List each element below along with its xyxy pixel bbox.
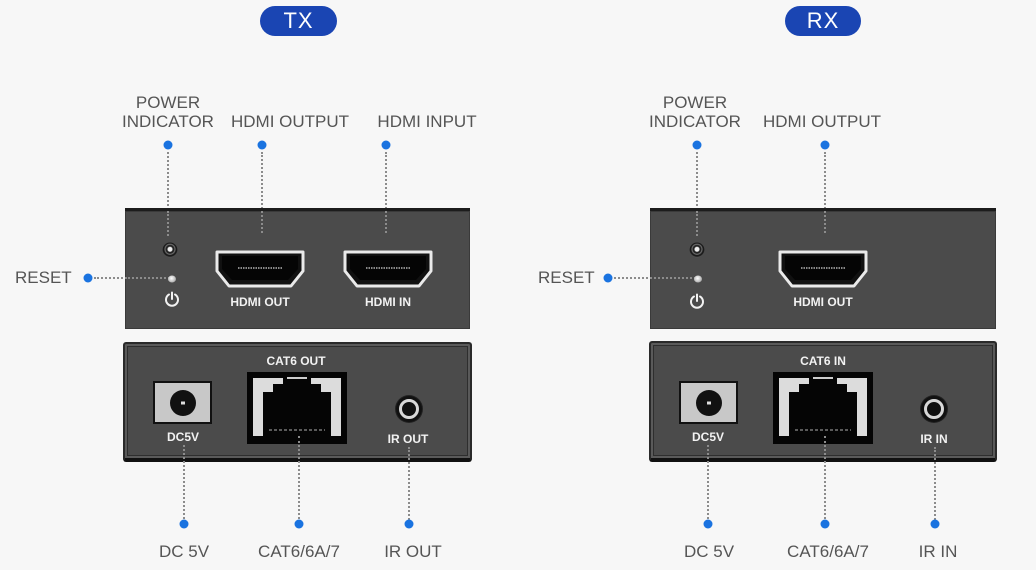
power-icon (165, 291, 179, 307)
tx-hdmi-input-dot (381, 140, 391, 150)
rx-power-indicator-dot (692, 140, 702, 150)
rx-ir-jack-icon[interactable] (921, 396, 947, 422)
tx-ir-leader (408, 447, 410, 523)
tx-hdmi-in-label: HDMI IN (365, 295, 411, 309)
rx-reset-label: RESET (538, 268, 595, 287)
rx-hdmi-output-leader-inner (824, 211, 826, 233)
tx-dc-label: DC5V (166, 430, 200, 444)
tx-power-indicator-leader (167, 152, 169, 234)
rx-reset-dot (603, 273, 613, 283)
rx-cable-callout: CAT6/6A/7 (787, 542, 869, 561)
rx-ir-label: IR IN (920, 432, 948, 446)
rx-dc-jack-icon[interactable] (679, 381, 738, 424)
tx-cable-leader (298, 436, 300, 523)
tx-reset-dot (83, 273, 93, 283)
rx-dc-leader (707, 445, 709, 523)
tx-hdmi-output-leader (261, 152, 263, 232)
tx-reset-button[interactable] (168, 275, 176, 283)
rx-dc-label: DC5V (691, 430, 725, 444)
tx-ir-jack-icon[interactable] (396, 396, 422, 422)
rx-dc-callout: DC 5V (683, 542, 735, 561)
tx-hdmi-input-leader (385, 152, 387, 232)
tx-ir-dot (404, 519, 414, 529)
rx-cat6-label: CAT6 IN (800, 354, 846, 368)
tx-cable-dot (294, 519, 304, 529)
ir-jack-ring (924, 399, 944, 419)
tx-hdmi-output-dot (257, 140, 267, 150)
rx-hdmi-output-dot (820, 140, 830, 150)
tx-reset-leader-inner (125, 277, 170, 279)
rx-badge: RX (785, 6, 861, 36)
tx-ir-callout: IR OUT (384, 542, 442, 561)
rx-reset-button[interactable] (694, 275, 702, 283)
ir-jack-ring (399, 399, 419, 419)
tx-ir-label: IR OUT (387, 432, 429, 446)
rx-hdmi-out-label: HDMI OUT (793, 295, 853, 309)
tx-hdmi-input-leader-inner (385, 211, 387, 233)
tx-power-led-icon (162, 242, 178, 258)
power-icon (690, 293, 704, 309)
tx-hdmi-input-label: HDMI INPUT (377, 112, 477, 131)
rx-cable-leader (824, 436, 826, 523)
tx-badge: TX (260, 6, 337, 36)
tx-dc-dot (179, 519, 189, 529)
tx-hdmi-out-label: HDMI OUT (230, 295, 290, 309)
tx-hdmi-output-label: HDMI OUTPUT (230, 112, 350, 131)
tx-hdmi-out-port-icon[interactable] (214, 249, 306, 289)
tx-dc-leader (183, 445, 185, 523)
tx-hdmi-output-leader-inner (261, 211, 263, 233)
rx-hdmi-output-leader (824, 152, 826, 232)
rx-cable-dot (820, 519, 830, 529)
tx-dc-callout: DC 5V (158, 542, 210, 561)
tx-hdmi-in-port-icon[interactable] (342, 249, 434, 289)
tx-dc-jack-icon[interactable] (153, 381, 212, 424)
rx-reset-leader-inner (650, 277, 696, 279)
rx-power-indicator-label: POWER INDICATOR (649, 93, 741, 131)
rx-power-led-icon (689, 242, 705, 258)
rx-power-indicator-leader (696, 152, 698, 234)
rx-hdmi-output-label: HDMI OUTPUT (762, 112, 882, 131)
tx-rj45-port-icon[interactable] (247, 372, 347, 444)
rx-power-indicator-leader-inner (696, 211, 698, 236)
tx-power-indicator-leader-inner (167, 211, 169, 236)
rx-hdmi-out-port-icon[interactable] (777, 249, 869, 289)
rx-rj45-port-icon[interactable] (773, 372, 873, 444)
rx-ir-leader (934, 447, 936, 523)
tx-power-indicator-dot (163, 140, 173, 150)
tx-cable-callout: CAT6/6A/7 (258, 542, 340, 561)
rx-dc-dot (703, 519, 713, 529)
tx-power-indicator-label: POWER INDICATOR (122, 93, 214, 131)
tx-reset-label: RESET (15, 268, 72, 287)
tx-cat6-label: CAT6 OUT (266, 354, 326, 368)
dc-jack-pin (706, 401, 711, 404)
rx-ir-dot (930, 519, 940, 529)
dc-jack-pin (180, 401, 185, 404)
rx-ir-callout: IR IN (918, 542, 958, 561)
